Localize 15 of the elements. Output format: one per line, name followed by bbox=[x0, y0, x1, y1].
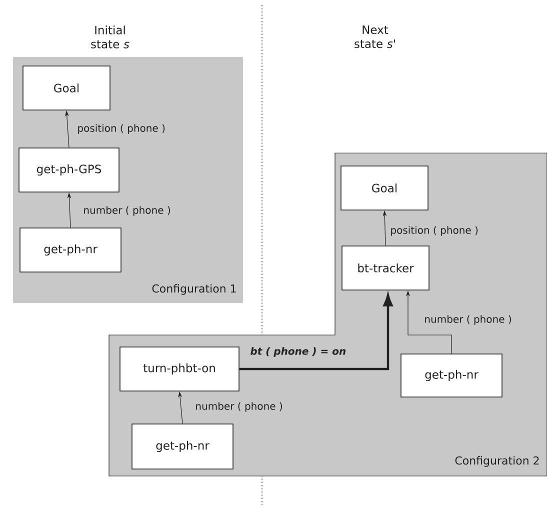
action-box: get-ph-nr bbox=[132, 424, 234, 470]
edge-label: position ( phone ) bbox=[391, 226, 478, 236]
action-box: get-ph-GPS bbox=[18, 148, 120, 192]
edge-label: bt ( phone ) = on bbox=[250, 347, 346, 357]
state-heading: Next state s' bbox=[354, 26, 395, 48]
state-heading: Initial state s bbox=[91, 26, 130, 48]
edge-label: number ( phone ) bbox=[425, 315, 511, 325]
action-box: Goal bbox=[340, 166, 428, 210]
action-box: get-ph-nr bbox=[20, 228, 122, 272]
action-box: get-ph-nr bbox=[400, 354, 502, 398]
edge-label: position ( phone ) bbox=[78, 124, 165, 134]
action-box: bt-tracker bbox=[342, 246, 430, 290]
action-box: Goal bbox=[22, 66, 110, 110]
edge-label: number ( phone ) bbox=[196, 402, 282, 412]
action-box: turn-phbt-on bbox=[120, 346, 240, 392]
